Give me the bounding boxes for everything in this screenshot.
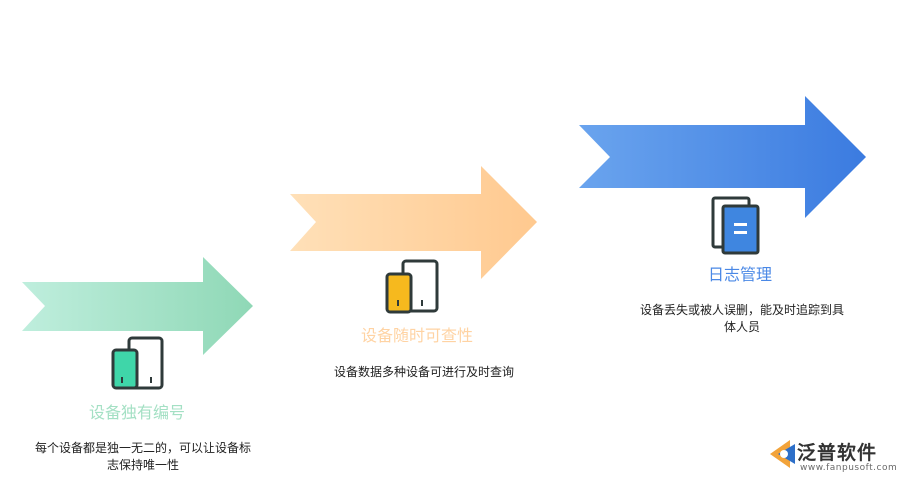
brand-url: www.fanpusoft.com: [800, 463, 898, 473]
step-3-arrow: [579, 96, 866, 218]
step-3-title: 日志管理: [708, 265, 773, 284]
step-2-description: 设备数据多种设备可进行及时查询: [318, 364, 530, 381]
step-3-description: 设备丢失或被人误删，能及时追踪到具 体人员: [624, 302, 860, 336]
step-3-description-line-2: 体人员: [723, 320, 760, 334]
two-devices-orange-icon: [385, 259, 439, 314]
step-1-title: 设备独有编号: [89, 403, 186, 422]
step-3-description-line-1: 设备丢失或被人误删，能及时追踪到具: [639, 303, 844, 317]
fanpu-logo-icon: [770, 440, 795, 468]
step-1-description-line-2: 志保持唯一性: [106, 458, 179, 472]
step-2-description-line-1: 设备数据多种设备可进行及时查询: [333, 365, 514, 379]
step-2-title: 设备随时可查性: [361, 326, 474, 345]
step-1-arrow: [22, 257, 253, 355]
document-stack-icon: [711, 196, 760, 255]
brand-name: 泛普软件: [797, 442, 878, 464]
step-2-arrow: [290, 166, 537, 279]
step-1-description-line-1: 每个设备都是独一无二的，可以让设备标: [34, 441, 251, 455]
two-devices-green-icon: [111, 336, 164, 390]
step-1-description: 每个设备都是独一无二的，可以让设备标 志保持唯一性: [18, 440, 268, 474]
